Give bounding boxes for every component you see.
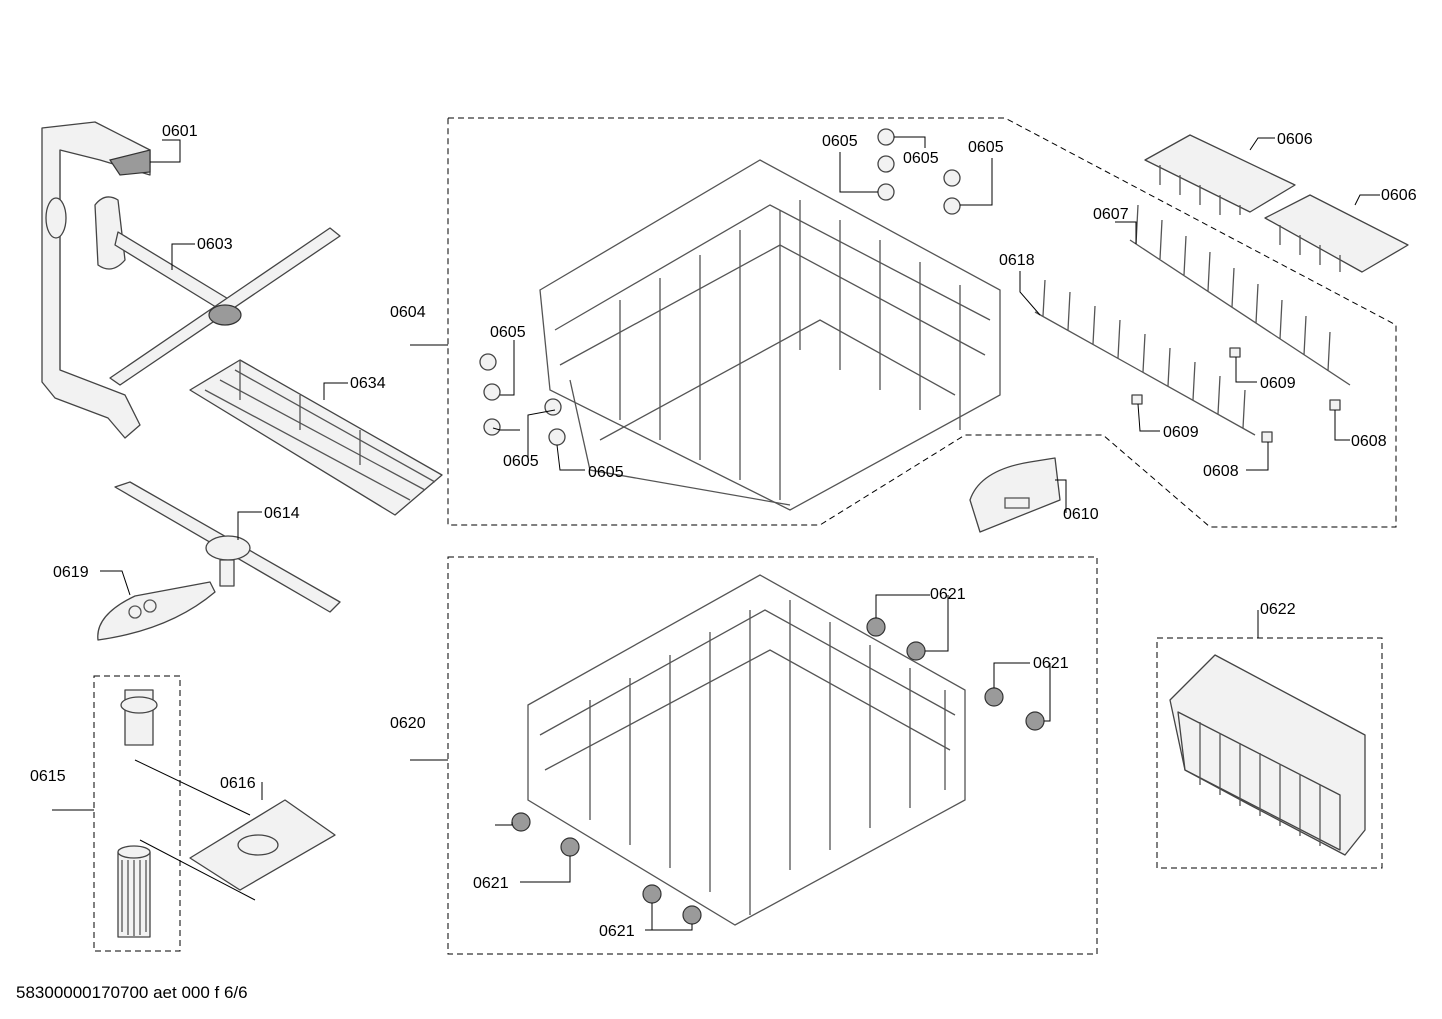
- cutlery-basket-group-boundary: [1156, 637, 1383, 869]
- part-label-0608-a: 0608: [1351, 433, 1387, 450]
- part-label-0609-b: 0609: [1163, 424, 1199, 441]
- part-label-0608-b: 0608: [1203, 463, 1239, 480]
- part-label-0614: 0614: [264, 505, 300, 522]
- part-label-0619: 0619: [53, 564, 89, 581]
- part-labels: 0601 0603 0604 0605 0605 0605 0605 0605 …: [30, 123, 1417, 940]
- spray-supply-pipe-part: [41, 121, 151, 439]
- part-label-0605-f: 0605: [968, 139, 1004, 156]
- document-id: 58300000170700 aet 000 f 6/6: [16, 983, 248, 1002]
- part-label-0605-d: 0605: [822, 133, 858, 150]
- part-label-0621-a: 0621: [930, 586, 966, 603]
- upper-basket-part: [539, 159, 1001, 511]
- part-label-0603: 0603: [197, 236, 233, 253]
- part-label-0606-a: 0606: [1277, 131, 1313, 148]
- fine-filter-part: [97, 581, 216, 641]
- micro-filter-plate-part: [189, 799, 336, 891]
- upper-basket-rollers: [479, 128, 961, 446]
- part-label-0610: 0610: [1063, 506, 1099, 523]
- part-label-0606-b: 0606: [1381, 187, 1417, 204]
- part-label-0621-d: 0621: [599, 923, 635, 940]
- part-label-0605-e: 0605: [903, 150, 939, 167]
- upper-rack-group-boundary: [447, 117, 1397, 528]
- part-label-0621-b: 0621: [1033, 655, 1069, 672]
- lower-rack-group-boundary: [447, 556, 1098, 955]
- part-label-0618: 0618: [999, 252, 1035, 269]
- part-label-0621-c: 0621: [473, 875, 509, 892]
- cup-shelf-parts: [1144, 134, 1409, 273]
- basket-handle-part: [969, 457, 1061, 533]
- upper-spray-arm-part: [94, 196, 341, 386]
- part-label-0605-b: 0605: [503, 453, 539, 470]
- part-label-0601: 0601: [162, 123, 198, 140]
- part-label-0615: 0615: [30, 768, 66, 785]
- filter-cylinder-part: [117, 689, 256, 938]
- cutlery-basket-part: [1169, 654, 1366, 856]
- part-label-0609-a: 0609: [1260, 375, 1296, 392]
- tine-row-parts: [1034, 204, 1351, 436]
- lower-basket-rollers: [511, 617, 1045, 925]
- lower-spray-arm-part: [114, 481, 341, 613]
- part-label-0605-c: 0605: [588, 464, 624, 481]
- spray-tray-part: [189, 359, 443, 516]
- part-label-0634: 0634: [350, 375, 386, 392]
- rack-clip-parts: [1131, 347, 1341, 443]
- lower-basket-part: [527, 574, 966, 926]
- part-label-0607: 0607: [1093, 206, 1129, 223]
- leader-lines: [52, 136, 1380, 931]
- filter-group-boundary: [93, 675, 181, 952]
- part-label-0604: 0604: [390, 304, 426, 321]
- part-label-0616: 0616: [220, 775, 256, 792]
- part-label-0622: 0622: [1260, 601, 1296, 618]
- part-label-0605-a: 0605: [490, 324, 526, 341]
- part-label-0620: 0620: [390, 715, 426, 732]
